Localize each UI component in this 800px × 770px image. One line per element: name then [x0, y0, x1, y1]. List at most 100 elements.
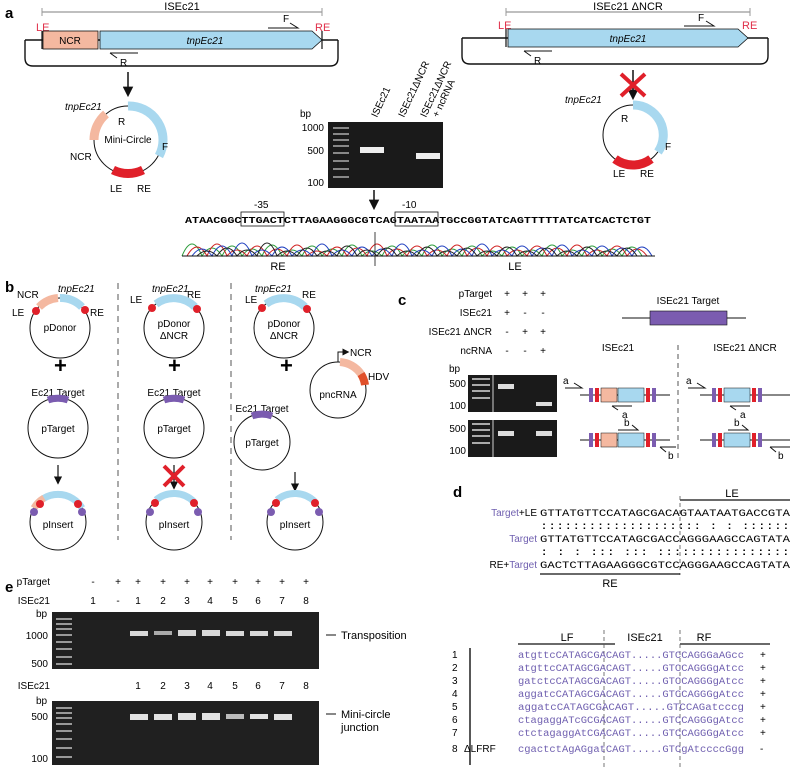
- d-clone-7-n: 7: [452, 728, 458, 739]
- c-val: -: [523, 346, 526, 357]
- isec21-title: ISEc21: [164, 1, 199, 13]
- box-m10: [394, 211, 439, 227]
- dncr-r: R: [534, 56, 541, 67]
- d-clone-3-seq: gatctcCATAGCGACAGT.....GTCCAGGGgAtcc: [518, 677, 744, 688]
- d-clone-2-seq: atgttcCATAGCGACAGT.....GTCCAGGGgAtcc: [518, 664, 744, 675]
- b3-hdv: HDV: [368, 372, 389, 383]
- b1-donor: pDonor: [44, 323, 77, 334]
- b3-donor-1: pDonor: [268, 319, 301, 330]
- e-ladder-1000: 1000: [26, 631, 49, 642]
- ncr-label: NCR: [59, 36, 81, 47]
- ncr-box: [42, 30, 99, 50]
- re-label-left: RE: [315, 22, 330, 34]
- panel-b: b NCR tnpEc21 LE RE pDonor tnpEc21 LE RE…: [5, 279, 389, 551]
- e-isb-5: 6: [255, 681, 261, 692]
- mini-circle: tnpEc21 Mini-Circle R F NCR LE RE: [65, 101, 168, 195]
- e-isb-7: 8: [303, 681, 309, 692]
- d-clone-4-seq: aggatcCATAGCGACAGT.....GTCCAGGGgAtcc: [518, 690, 744, 701]
- c-bp: bp: [449, 364, 461, 375]
- d-clones: 1 atgttcCATAGCGACAGT.....GTCCAGGGaAGcc +…: [452, 650, 766, 756]
- c-row-1-label: pTarget: [459, 289, 493, 300]
- d-clone-6-res: +: [760, 715, 766, 726]
- e-ptarget: pTarget: [17, 577, 51, 588]
- c-val: +: [540, 346, 546, 357]
- b-target-3: Ec21 Target: [235, 404, 288, 415]
- seq-le: LE: [508, 261, 521, 273]
- e-isb-6: 7: [279, 681, 285, 692]
- d-clone-8-n: 8: [452, 744, 458, 755]
- d-le: LE: [725, 488, 738, 500]
- panel-d: d LE Target+LE GTTATGTTCCATAGCGACAGTAATA…: [452, 484, 790, 770]
- e-isec21-b: ISEc21: [18, 681, 51, 692]
- c-val: -: [505, 346, 508, 357]
- e-is-2: 1: [135, 596, 141, 607]
- b-pinsert-label-2: pInsert: [159, 520, 190, 531]
- b-target-2: Ec21 Target: [147, 388, 200, 399]
- b-plus-1: +: [54, 353, 67, 378]
- d-clone-5-res: +: [760, 702, 766, 713]
- dncr-circle-re: RE: [640, 169, 654, 180]
- b2-tnp: tnpEc21: [152, 284, 189, 295]
- e-is-9: 8: [303, 596, 309, 607]
- isec21-plasmid-map: NCR tnpEc21 F R: [24, 14, 339, 69]
- c-target-box: [649, 310, 728, 326]
- e-is-6: 5: [232, 596, 238, 607]
- panel-a-gel: bp 1000 500 100 ISEc21 ISEc21ΔNCR ISEc21…: [300, 60, 458, 211]
- gel-lane-1: ISEc21: [370, 85, 394, 119]
- d-clone-2-n: 2: [452, 663, 458, 674]
- d-clone-6-n: 6: [452, 715, 458, 726]
- e-minicircle-1: Mini-circle: [341, 709, 391, 721]
- e-isb-1: 2: [160, 681, 166, 692]
- c-primer-b1: b: [624, 418, 630, 429]
- c-val: +: [504, 308, 510, 319]
- b1-tnp: tnpEc21: [58, 284, 95, 295]
- c-condition-table: pTarget ISEc21 ISEc21 ΔNCR ncRNA + + + +…: [429, 289, 546, 357]
- c-val: +: [504, 289, 510, 300]
- d-clone-2-res: +: [760, 663, 766, 674]
- c-target-title: ISEc21 Target: [657, 296, 720, 307]
- blocked-x-b: [162, 464, 186, 488]
- b3-pncrna: pncRNA: [319, 390, 357, 401]
- d-clone-3-res: +: [760, 676, 766, 687]
- primer-f: F: [283, 14, 289, 25]
- c-ladder-100b: 100: [449, 446, 466, 457]
- mc-f: F: [162, 142, 168, 153]
- b3-re: RE: [302, 290, 316, 301]
- e-is-0: 1: [90, 596, 96, 607]
- b3-tnp: tnpEc21: [255, 284, 292, 295]
- d-clone-8-res: -: [760, 744, 763, 755]
- e-isb-0: 1: [135, 681, 141, 692]
- b-ptarget-label-3: pTarget: [245, 438, 279, 449]
- e-isec21: ISEc21: [18, 596, 51, 607]
- d-row-3-seq: GTTATGTTCCATAGCGACCAGGGAAGCCAGTATA: [540, 535, 790, 546]
- c-primer-a3: a: [686, 376, 692, 387]
- d-row-1-seq: GTTATGTTCCATAGCGACAGTAATAATGACCGTA: [540, 509, 790, 520]
- chromatogram: [181, 242, 653, 258]
- c-val: +: [540, 289, 546, 300]
- panel-label-a: a: [5, 5, 14, 22]
- dncr-circle-le: LE: [613, 169, 626, 180]
- dncr-circle: tnpEc21 R F LE RE: [565, 95, 671, 180]
- b-ptarget-1: pTarget: [27, 394, 89, 459]
- e-pt-8: +: [279, 577, 285, 588]
- d-row-5-label: RE+Target: [489, 560, 537, 571]
- c-val: -: [523, 308, 526, 319]
- c-row-3-label: ISEc21 ΔNCR: [429, 327, 492, 338]
- d-alignment: Target+LE GTTATGTTCCATAGCGACAGTAATAATGAC…: [489, 508, 790, 572]
- b-col2: tnpEc21 LE RE pDonor ΔNCR: [130, 284, 205, 359]
- primer-r: R: [120, 58, 127, 69]
- dncr-title: ISEc21 ΔNCR: [593, 1, 663, 13]
- d-clone-7-res: +: [760, 728, 766, 739]
- e-pt-4: +: [184, 577, 190, 588]
- e-bp-bot: bp: [36, 696, 48, 707]
- e-transposition: Transposition: [341, 630, 407, 642]
- d-clone-3-n: 3: [452, 676, 458, 687]
- e-pt-6: +: [232, 577, 238, 588]
- d-row-4-seq: : : : ::: ::: ::::::::::::::::: [540, 548, 790, 559]
- b3-donor-2: ΔNCR: [270, 331, 298, 342]
- c-primer-a4: a: [740, 410, 746, 421]
- c-col-dncr: ISEc21 ΔNCR: [713, 343, 776, 354]
- c-primer-a1: a: [563, 376, 569, 387]
- d-clone-1-seq: atgttcCATAGCGACAGT.....GTCCAGGGaAGcc: [518, 651, 744, 662]
